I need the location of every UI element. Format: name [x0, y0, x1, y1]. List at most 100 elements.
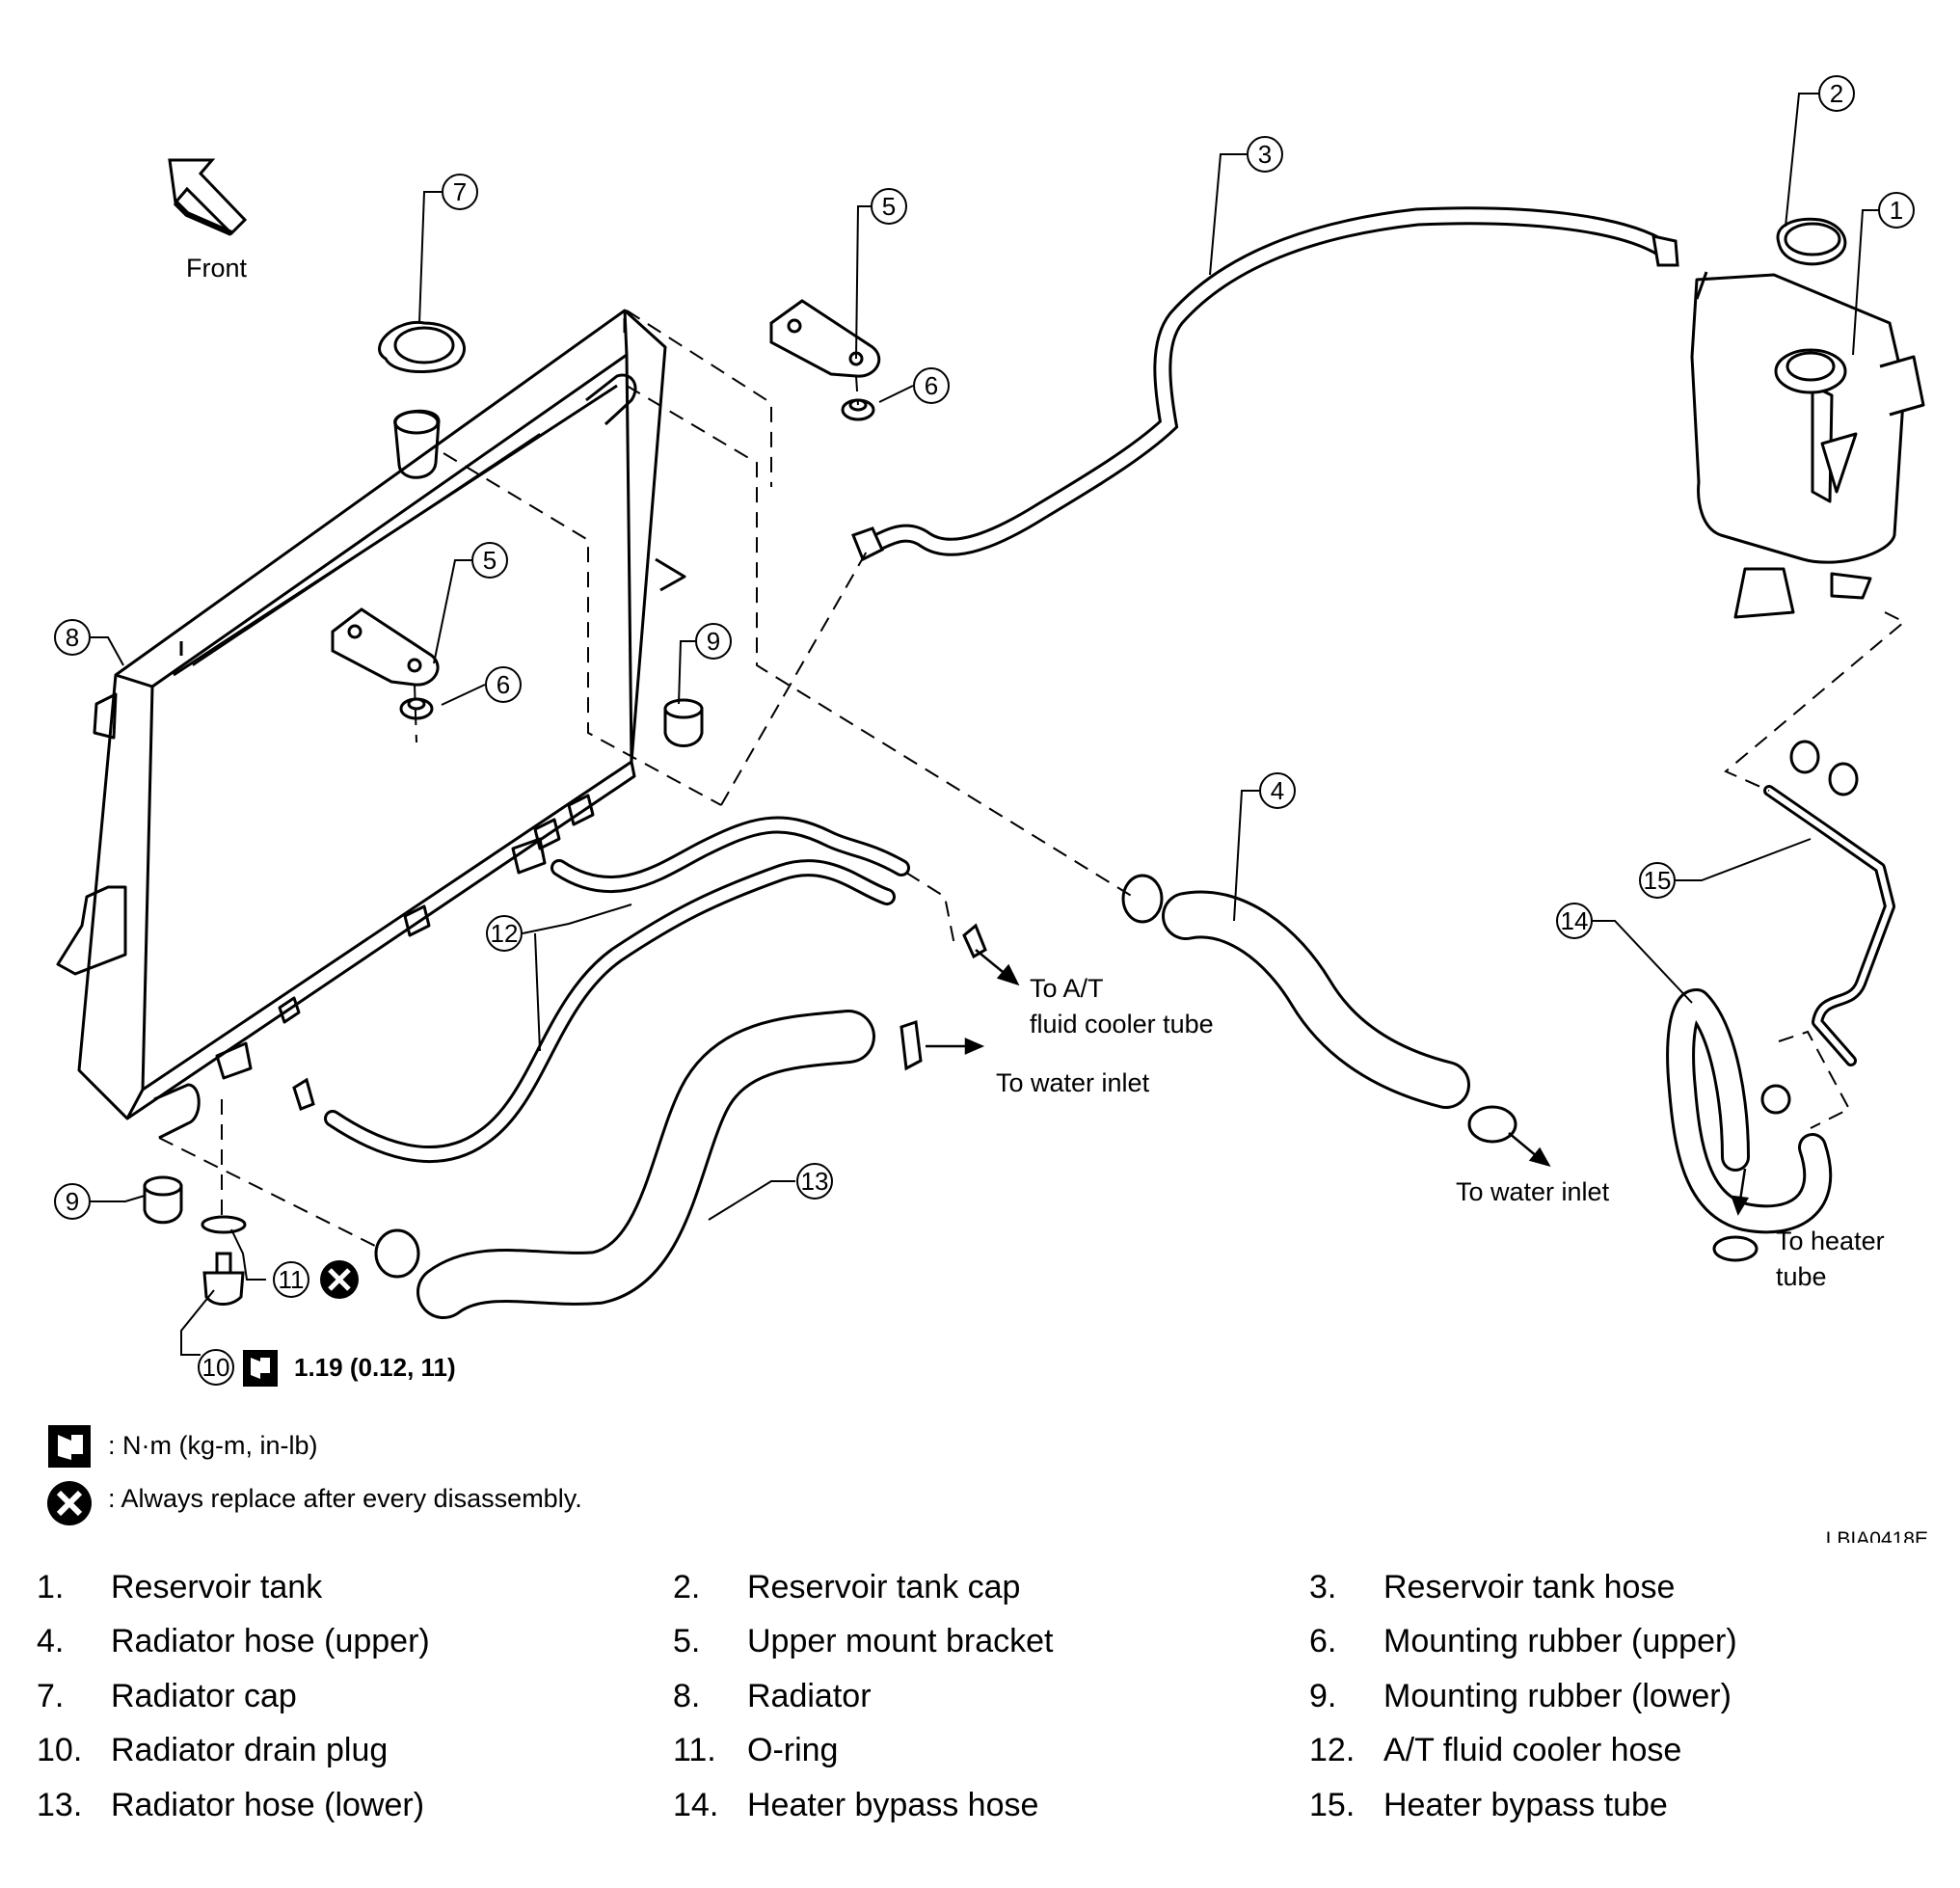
part-number: 13.: [37, 1786, 83, 1823]
callout-5-upper: 5: [871, 188, 907, 225]
mounting-rubber-upper-a: [841, 398, 875, 421]
part-label: O-ring: [747, 1732, 839, 1769]
svg-text:11: 11: [279, 1265, 305, 1294]
part-number: 3.: [1309, 1568, 1337, 1605]
reservoir-tank: [1690, 271, 1925, 619]
part-label: Mounting rubber (lower): [1383, 1677, 1732, 1714]
callout-6-lower: 6: [485, 666, 522, 703]
part-number: 4.: [37, 1623, 65, 1660]
part-label: Radiator hose (lower): [111, 1786, 425, 1823]
replace-icon: [320, 1260, 359, 1299]
part-number: 9.: [1309, 1677, 1337, 1714]
svg-text:12: 12: [491, 919, 519, 948]
parts-row: 10. Radiator drain plug 11. O-ring 12. A/T …: [37, 1724, 1946, 1779]
svg-text:6: 6: [925, 371, 938, 400]
legend-torque-icon: [48, 1425, 91, 1468]
part-item: 7.Radiator cap: [37, 1678, 673, 1715]
hose-clamp: [1121, 874, 1517, 1144]
part-label: Heater bypass tube: [1383, 1786, 1668, 1823]
hose-clamp: [1789, 740, 1859, 796]
part-item: 1.Reservoir tank: [37, 1569, 673, 1606]
parts-row: 7.Radiator cap 8. Radiator 9. Mounting rub…: [37, 1669, 1946, 1724]
part-label: Heater bypass hose: [747, 1786, 1039, 1823]
part-item: 10. Radiator drain plug: [37, 1732, 673, 1769]
part-label: Radiator drain plug: [111, 1732, 389, 1769]
parts-row: 1.Reservoir tank 2. Reservoir tank cap 3.…: [37, 1560, 1946, 1615]
part-number: 5.: [673, 1623, 701, 1660]
part-item: 3. Reservoir tank hose: [1309, 1569, 1946, 1606]
radiator-drain-plug: [202, 1252, 245, 1306]
radiator-cap: [378, 320, 466, 374]
callout-10: 10: [198, 1349, 234, 1386]
svg-text:15: 15: [1644, 866, 1672, 895]
front-label: Front: [186, 254, 248, 283]
to-at-cooler-text-1: To A/T: [1030, 974, 1104, 1003]
to-water-inlet-text-a: To water inlet: [996, 1068, 1150, 1097]
legend-replace-icon: [47, 1481, 92, 1525]
to-heater-tube-text-1: To heater: [1776, 1227, 1885, 1255]
to-heater-tube-text-2: tube: [1776, 1262, 1827, 1291]
callout-3: 3: [1247, 136, 1283, 173]
part-label: Reservoir tank hose: [1383, 1568, 1676, 1605]
callout-14: 14: [1556, 903, 1593, 939]
part-number: 12.: [1309, 1732, 1356, 1769]
part-label: Radiator: [747, 1677, 872, 1714]
part-item: 8. Radiator: [673, 1678, 1309, 1715]
svg-text:2: 2: [1830, 79, 1843, 108]
callout-15: 15: [1639, 862, 1676, 899]
mounting-rubber-lower-a: [663, 698, 704, 747]
part-number: 8.: [673, 1677, 701, 1714]
callout-7: 7: [442, 174, 478, 210]
callout-1: 1: [1878, 192, 1915, 229]
leader-lines: [91, 93, 1878, 1356]
callout-9-upper: 9: [695, 623, 732, 660]
heater-bypass-tube: [1763, 785, 1895, 1066]
svg-text:3: 3: [1258, 140, 1272, 169]
parts-row: 13. Radiator hose (lower) 14. Heater bypas…: [37, 1778, 1946, 1833]
assembly-dashed-lines: [158, 310, 1906, 1250]
part-number: 10.: [37, 1732, 83, 1769]
part-item: 15. Heater bypass tube: [1309, 1787, 1946, 1824]
callout-8: 8: [54, 619, 91, 656]
heater-bypass-hose: [1666, 988, 1833, 1234]
part-label: Reservoir tank cap: [747, 1568, 1021, 1605]
callout-9-lower: 9: [54, 1183, 91, 1220]
svg-text:6: 6: [497, 670, 510, 699]
parts-row: 4.Radiator hose (upper) 5.Upper mount br…: [37, 1615, 1946, 1670]
part-number: 15.: [1309, 1786, 1356, 1823]
part-number: 2.: [673, 1568, 701, 1605]
mounting-rubber-lower-b: [143, 1175, 183, 1225]
hose-clamp: [1712, 1084, 1791, 1262]
part-number: 14.: [673, 1786, 719, 1823]
part-number: 11.: [673, 1732, 716, 1769]
parts-list: 1.Reservoir tank 2. Reservoir tank cap 3.…: [37, 1560, 1946, 1833]
svg-text:10: 10: [202, 1353, 230, 1382]
callout-6-upper: 6: [913, 367, 950, 404]
o-ring: [201, 1215, 247, 1234]
part-number: 6.: [1309, 1623, 1337, 1660]
svg-text:7: 7: [453, 177, 467, 206]
part-item: 11. O-ring: [673, 1732, 1309, 1769]
callout-12: 12: [486, 915, 523, 952]
at-fluid-cooler-hose: [324, 816, 910, 1164]
radiator-hose-upper: [1162, 890, 1470, 1109]
part-number: 1.: [37, 1568, 65, 1605]
torque-wrench-icon: [243, 1350, 278, 1387]
part-label: A/T fluid cooler hose: [1383, 1732, 1682, 1769]
direction-arrow-icon: [926, 949, 1750, 1216]
svg-text:5: 5: [882, 192, 896, 221]
radiator: [56, 309, 686, 1140]
radiator-hose-lower: [416, 1010, 875, 1319]
svg-text:13: 13: [801, 1167, 829, 1196]
part-item: 6.Mounting rubber (upper): [1309, 1623, 1946, 1660]
hose-clamp: [292, 923, 987, 1111]
legend-replace-note: : Always replace after every disassembly…: [108, 1484, 582, 1513]
upper-mount-bracket-b: [331, 607, 440, 687]
reservoir-tank-hose: [863, 206, 1673, 556]
svg-text:5: 5: [483, 546, 497, 575]
svg-text:9: 9: [66, 1187, 79, 1216]
part-item: 12. A/T fluid cooler hose: [1309, 1732, 1946, 1769]
hose-clamp: [374, 1019, 923, 1279]
part-label: Radiator hose (upper): [111, 1623, 430, 1660]
to-water-inlet-text-b: To water inlet: [1456, 1177, 1610, 1206]
